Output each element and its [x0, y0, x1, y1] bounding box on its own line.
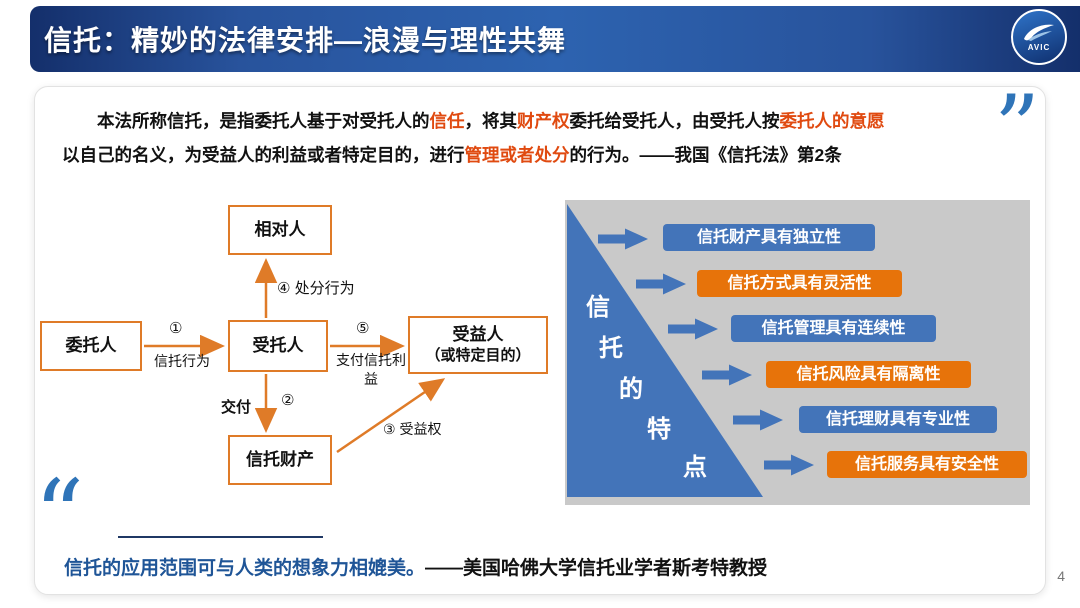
edge-label-step2-num: ② [281, 392, 295, 409]
edge-label-step5-num: ⑤ [356, 320, 370, 337]
node-label: 受托人 [252, 335, 304, 355]
node-label: 信托财产 [246, 449, 314, 469]
law-definition-text: 本法所称信托，是指委托人基于对受托人的信任，将其财产权委托给受托人，由受托人按委… [62, 104, 942, 172]
triangle-char: 托 [599, 335, 623, 362]
quote-segment-highlight: 管理或者处分 [464, 145, 570, 166]
node-beneficiary: 受益人 （或特定目的） [408, 316, 548, 374]
quote-segment: ，将其 [464, 111, 518, 131]
node-label: 受益人 [452, 325, 504, 345]
feature-pill: 信托方式具有灵活性 [697, 270, 902, 297]
avic-logo: AVIC [1011, 9, 1067, 65]
triangle-char: 特 [647, 416, 671, 443]
avic-logo-text: AVIC [1027, 42, 1051, 52]
feature-pill: 信托风险具有隔离性 [766, 361, 971, 388]
quote-segment-highlight: 财产权 [517, 111, 570, 131]
feature-pill: 信托理财具有专业性 [799, 406, 997, 433]
quote-segment: 委托给受托人，由受托人按 [569, 111, 780, 131]
footer-divider [118, 536, 323, 538]
title-bar: 信托：精妙的法律安排—浪漫与理性共舞 [30, 6, 1080, 72]
avic-wing-icon [1024, 24, 1054, 41]
footer-quote: 信托的应用范围可与人类的想象力相媲美。——美国哈佛大学信托业学者斯考特教授 [64, 553, 767, 580]
node-label: 相对人 [254, 219, 306, 239]
close-quote-icon: ” [993, 76, 1040, 181]
quote-segment-highlight: 委托人的意愿 [779, 111, 885, 131]
triangle-char: 信 [586, 294, 610, 321]
node-sublabel: （或特定目的） [425, 347, 531, 365]
triangle-char: 点 [683, 454, 707, 481]
edge-label-step4: ④ 处分行为 [277, 280, 355, 297]
quote-segment: 的行为。——我国《信托法》第2条 [569, 145, 842, 166]
quote-segment: 本法所称信托，是指委托人基于对受托人的 [97, 111, 430, 131]
quote-segment: 以自己的名义，为受益人的利益或者特定目的，进行 [62, 145, 465, 166]
node-label: 委托人 [65, 335, 117, 355]
edge-label-step5: 支付信托利益 [336, 352, 406, 387]
edge-label-step3: ③ 受益权 [383, 421, 442, 437]
node-counterparty: 相对人 [228, 205, 332, 255]
edge-label-step2: 交付 [221, 399, 252, 416]
node-trust-property: 信托财产 [228, 435, 332, 485]
footer-quote-highlight: 信托的应用范围可与人类的想象力相媲美。 [64, 558, 426, 579]
open-quote-icon: “ [34, 460, 85, 574]
feature-pill: 信托管理具有连续性 [731, 315, 936, 342]
quote-segment-highlight: 信任 [429, 111, 465, 131]
node-trustee: 受托人 [228, 320, 328, 372]
edge-label-step1: 信托行为 [154, 353, 210, 369]
slide-title: 信托：精妙的法律安排—浪漫与理性共舞 [44, 25, 567, 56]
footer-quote-attribution: ——美国哈佛大学信托业学者斯考特教授 [425, 558, 768, 579]
page-number: 4 [1057, 568, 1065, 584]
node-settlor: 委托人 [40, 321, 142, 371]
feature-pill: 信托服务具有安全性 [827, 451, 1027, 478]
edge-label-step1-num: ① [169, 320, 183, 337]
feature-pill: 信托财产具有独立性 [663, 224, 875, 251]
triangle-char: 的 [619, 376, 643, 403]
